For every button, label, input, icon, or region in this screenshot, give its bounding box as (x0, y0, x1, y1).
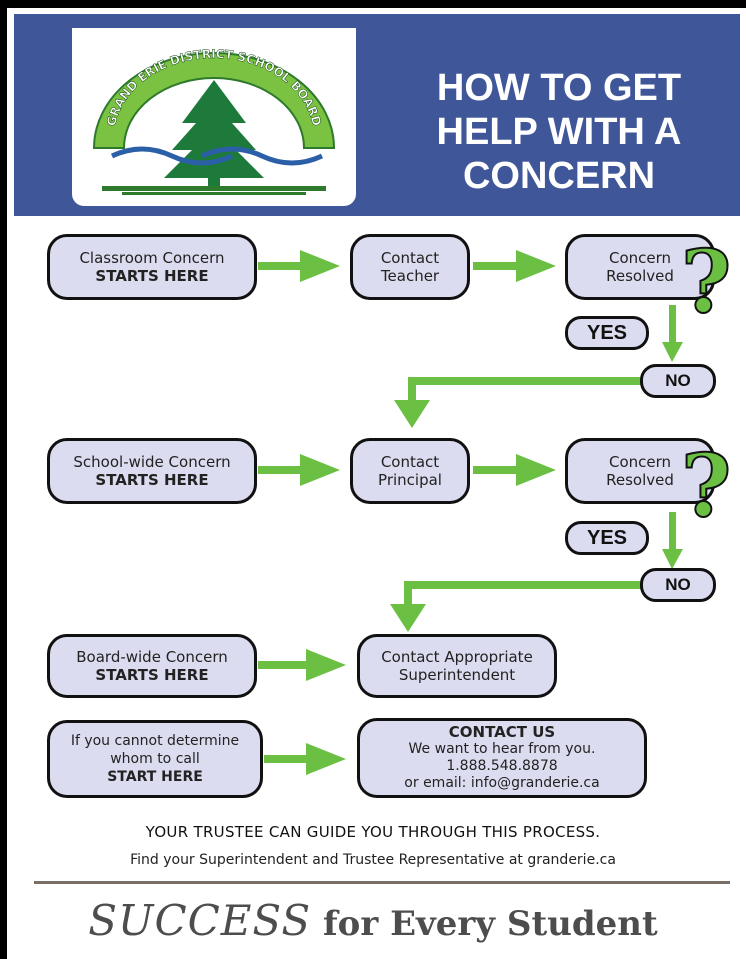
box-text: School-wide Concern (73, 453, 231, 471)
board-wide-concern-box: Board-wide Concern STARTS HERE (47, 634, 257, 698)
box-text-bold: STARTS HERE (95, 471, 209, 489)
box-text-bold: STARTS HERE (95, 267, 209, 285)
divider (34, 881, 730, 884)
question-mark-icon: ? (680, 232, 732, 333)
box-text-bold: START HERE (107, 769, 203, 785)
box-text: Superintendent (398, 666, 516, 684)
success-tagline: SUCCESS for Every Student (0, 896, 746, 945)
concern-resolved-box-2: Concern Resolved (565, 438, 715, 504)
logo-card: GRAND ERIE DISTRICT SCHOOL BOARD (72, 28, 356, 206)
cannot-determine-box: If you cannot determine whom to call STA… (47, 720, 263, 798)
box-text: Concern (608, 453, 672, 471)
success-rest: for Every Student (311, 904, 658, 944)
contact-superintendent-box: Contact Appropriate Superintendent (357, 634, 557, 698)
find-superintendent-text: Find your Superintendent and Trustee Rep… (130, 852, 616, 868)
no-pill-1: NO (640, 364, 716, 398)
title-line-1: HOW TO GET (436, 67, 682, 109)
box-text-bold: STARTS HERE (95, 666, 209, 684)
contact-principal-box: Contact Principal (350, 438, 470, 504)
contact-us-box: CONTACT US We want to hear from you. 1.8… (357, 718, 647, 798)
question-mark-icon: ? (680, 436, 732, 537)
school-wide-concern-box: School-wide Concern STARTS HERE (47, 438, 257, 504)
success-word: SUCCESS (88, 896, 312, 945)
box-text: whom to call (110, 751, 200, 767)
yes-pill-2: YES (565, 521, 649, 555)
box-text: Contact (380, 249, 440, 267)
title-line-3: CONCERN (462, 155, 656, 197)
classroom-concern-box: Classroom Concern STARTS HERE (47, 234, 257, 300)
box-text: Resolved (606, 267, 674, 285)
title-line-2: HELP WITH A (436, 111, 682, 153)
box-text: Concern (608, 249, 672, 267)
top-border (0, 0, 746, 8)
box-text: Resolved (606, 471, 674, 489)
no-pill-2: NO (640, 568, 716, 602)
contact-teacher-box: Contact Teacher (350, 234, 470, 300)
email-address: or email: info@granderie.ca (404, 775, 600, 791)
box-text: Board-wide Concern (76, 648, 228, 666)
trustee-guide-text: YOUR TRUSTEE CAN GUIDE YOU THROUGH THIS … (145, 823, 601, 841)
contact-us-title: CONTACT US (448, 723, 556, 741)
page-title: HOW TO GET HELP WITH A CONCERN (394, 66, 724, 198)
box-text: Classroom Concern (79, 249, 225, 267)
yes-pill-1: YES (565, 316, 649, 350)
header-banner: GRAND ERIE DISTRICT SCHOOL BOARD HOW TO … (14, 14, 740, 216)
concern-resolved-box-1: Concern Resolved (565, 234, 715, 300)
school-board-logo: GRAND ERIE DISTRICT SCHOOL BOARD (92, 47, 336, 195)
box-text: Teacher (380, 267, 440, 285)
box-text: Principal (378, 471, 442, 489)
box-text: Contact (380, 453, 440, 471)
left-border (0, 0, 7, 959)
phone-number: 1.888.548.8878 (446, 758, 558, 774)
box-text: We want to hear from you. (408, 741, 596, 757)
box-text: Contact Appropriate (381, 648, 533, 666)
box-text: If you cannot determine (70, 733, 240, 749)
